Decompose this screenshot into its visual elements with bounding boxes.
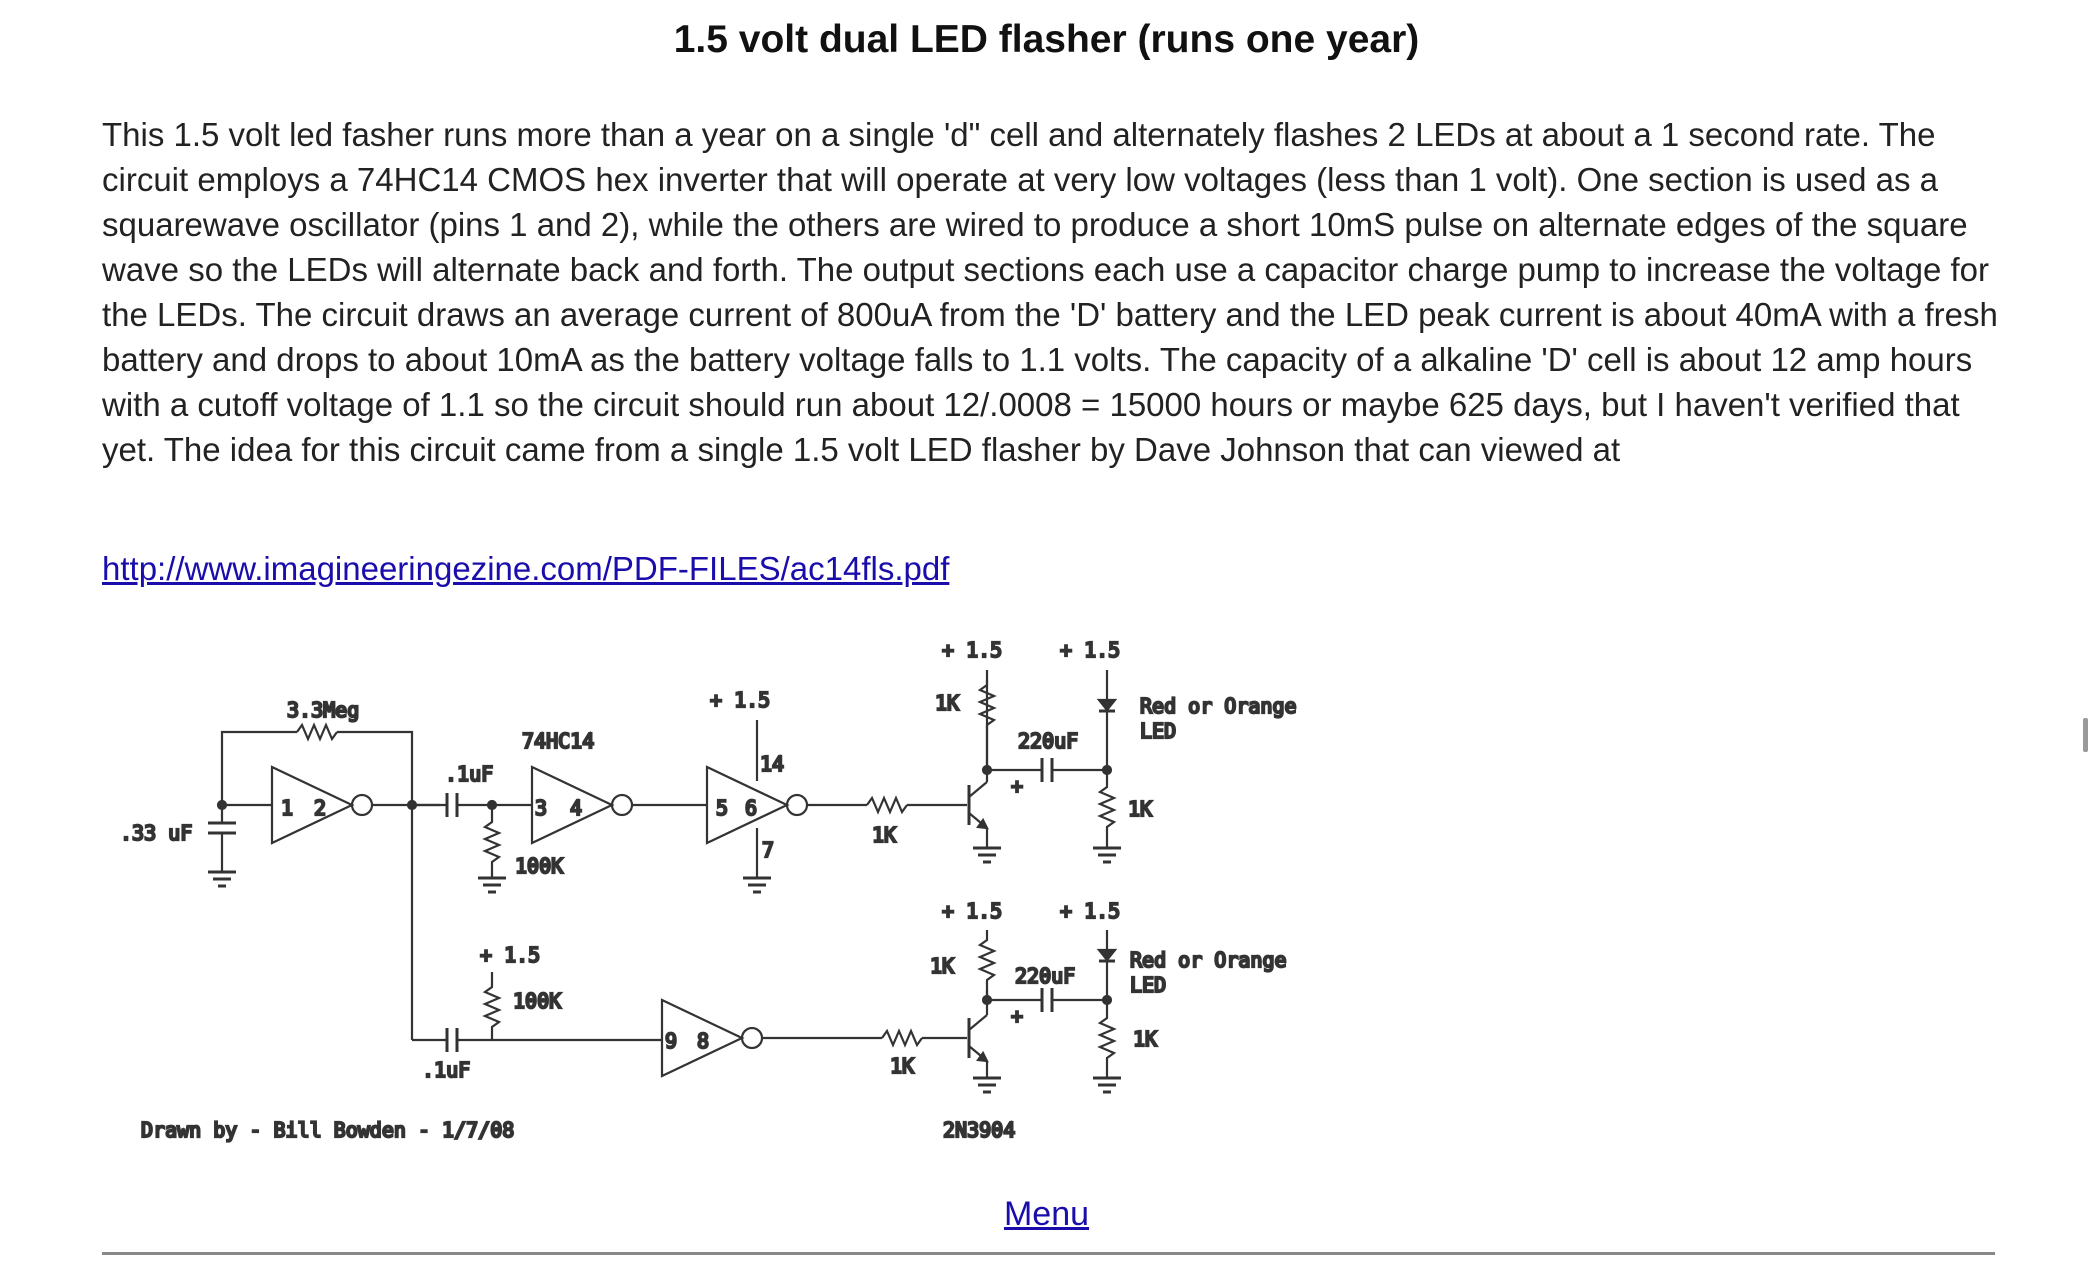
base-resistor-bottom-label: 1K: [890, 1054, 914, 1078]
collector-resistor-top: [977, 670, 997, 770]
menu-container: Menu: [0, 1195, 2093, 1234]
bias-resistor-top: [476, 805, 508, 894]
bias-resistor-top-label: 100K: [515, 854, 563, 878]
pin-8-label: 8: [697, 1029, 709, 1053]
pump-capacitor-bottom-plus: +: [1011, 1004, 1023, 1028]
inverter-gate-2: [530, 765, 707, 845]
transistor-label: 2N3904: [943, 1118, 1015, 1142]
pump-capacitor-top: [987, 758, 1107, 782]
transistor-bottom: [967, 990, 1003, 1094]
led-top-label-line2: LED: [1140, 719, 1176, 743]
led-bottom: [1096, 930, 1118, 1000]
timing-capacitor-label: .33 uF: [120, 821, 192, 845]
pump-capacitor-top-plus: +: [1011, 774, 1023, 798]
menu-link[interactable]: Menu: [1003, 1195, 1090, 1233]
led-supply-top-label: + 1.5: [1060, 638, 1120, 662]
scrollbar-thumb[interactable]: [2083, 718, 2088, 752]
circuit-schematic: 3.3Meg 1 2 .33 uF .1uF 100K 74HC14 3 4: [119, 637, 1298, 1143]
collector-resistor-top-label: 1K: [935, 691, 959, 715]
base-resistor-top-label: 1K: [872, 823, 896, 847]
bias-resistor-bottom-label: 100K: [513, 989, 561, 1013]
collector-resistor-bottom-label: 1K: [930, 954, 954, 978]
coupling-capacitor-top-label: .1uF: [445, 762, 493, 786]
junction-dot: [216, 799, 228, 811]
led-top-label-line1: Red or Orange: [1140, 694, 1297, 718]
intro-paragraph: This 1.5 volt led fasher runs more than …: [102, 116, 1998, 468]
pin-1-label: 1: [281, 796, 293, 820]
pin-3-label: 3: [535, 796, 547, 820]
led-bottom-label-line1: Red or Orange: [1130, 948, 1287, 972]
bias-supply-bottom-label: + 1.5: [480, 943, 540, 967]
inverter-gate-4: [660, 998, 882, 1078]
bottom-divider: [102, 1252, 1995, 1255]
pin-14-label: 14: [760, 752, 784, 776]
led-resistor-bottom-label: 1K: [1133, 1027, 1157, 1051]
page-title: 1.5 volt dual LED flasher (runs one year…: [673, 18, 1420, 61]
timing-capacitor: [206, 742, 238, 888]
base-resistor-bottom: [881, 1028, 967, 1048]
pin-5-label: 5: [716, 796, 728, 820]
pin-7-label: 7: [762, 838, 774, 862]
led-resistor-top-label: 1K: [1128, 797, 1152, 821]
pin-2-label: 2: [314, 796, 326, 820]
credit-label: Drawn by - Bill Bowden - 1/7/08: [141, 1118, 514, 1142]
led-resistor-top: [1091, 770, 1123, 864]
led-supply-bottom-label: + 1.5: [1060, 899, 1120, 923]
coupling-capacitor-bottom-label: .1uF: [422, 1058, 470, 1082]
ic-name-label: 74HC14: [522, 729, 594, 753]
bias-resistor-bottom: [482, 972, 502, 1040]
coupling-capacitor-top: [412, 793, 532, 817]
led-top: [1096, 670, 1118, 770]
source-pdf-link[interactable]: http://www.imagineeringezine.com/PDF-FIL…: [102, 550, 950, 587]
collector-resistor-bottom: [977, 930, 997, 1000]
led-resistor-bottom: [1091, 1000, 1123, 1094]
feedback-resistor-label: 3.3Meg: [287, 698, 359, 722]
pump-capacitor-bottom-label: 220uF: [1015, 964, 1075, 988]
collector-supply-bottom-label: + 1.5: [942, 899, 1002, 923]
inverter-gate-3: [705, 720, 867, 894]
coupling-capacitor-bottom: [412, 1028, 662, 1052]
pin-6-label: 6: [745, 796, 757, 820]
pin14-supply-label: + 1.5: [710, 688, 770, 712]
feedback-resistor: [220, 722, 414, 805]
led-bottom-label-line2: LED: [1130, 973, 1166, 997]
pump-capacitor-top-label: 220uF: [1018, 729, 1078, 753]
collector-supply-top-label: + 1.5: [942, 638, 1002, 662]
base-resistor-top: [866, 795, 967, 815]
pump-capacitor-bottom: [987, 988, 1107, 1012]
pin-9-label: 9: [665, 1029, 677, 1053]
pin-4-label: 4: [570, 796, 582, 820]
